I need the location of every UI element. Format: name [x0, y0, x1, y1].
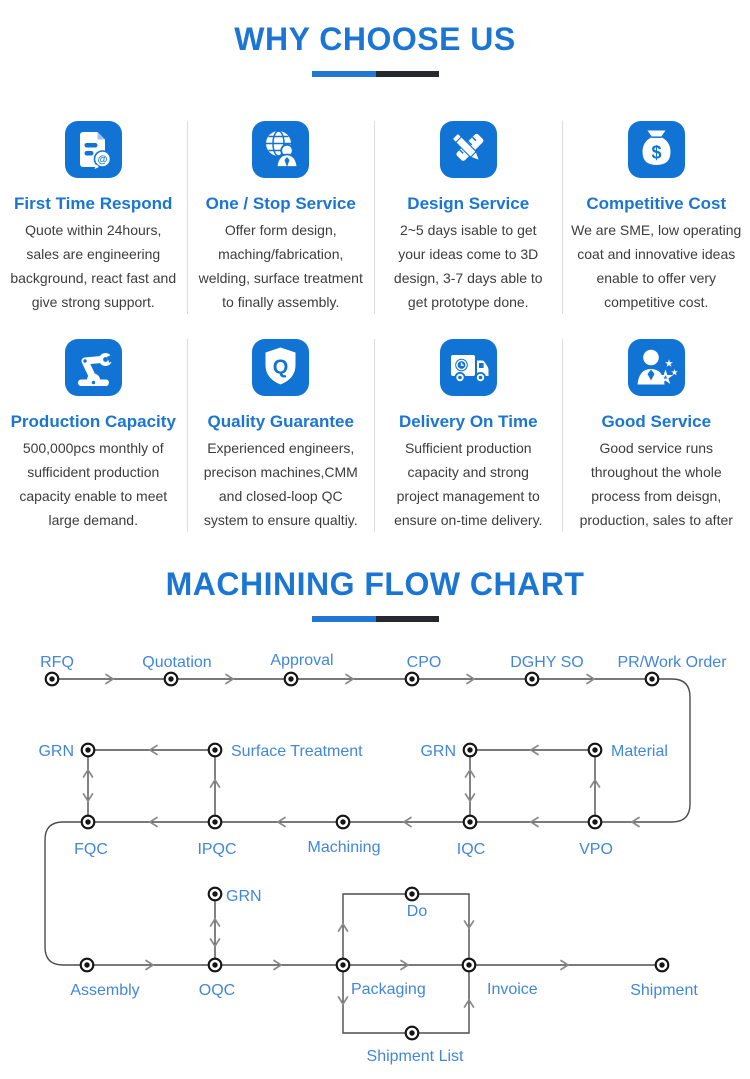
flow-label-rfq: RFQ: [40, 654, 74, 671]
feature-cards-grid: @ First Time Respond Quote within 24hour…: [0, 121, 750, 532]
flow-node-machining: [335, 814, 351, 830]
truck-clock-icon: [439, 339, 497, 396]
flow-label-iqc: IQC: [457, 841, 485, 858]
flow-node-grn-3: [207, 886, 223, 902]
robot-arm-icon: [64, 339, 122, 396]
feature-card-delivery-on-time: Delivery On Time Sufficient production c…: [375, 339, 563, 532]
feature-card-competitive-cost: $ Competitive Cost We are SME, low opera…: [563, 121, 750, 314]
flow-node-oqc: [207, 957, 223, 973]
feature-card-text: 500,000pcs monthly of sufficident produc…: [19, 440, 168, 528]
flow-node-material: [587, 742, 603, 758]
underline-dark-segment: [375, 616, 439, 622]
shield-quality-icon: Q: [252, 339, 310, 396]
feature-card-title: Quality Guarantee: [207, 412, 354, 431]
flow-label-ipqc: IPQC: [197, 841, 236, 858]
flow-node-grn-1: [80, 742, 96, 758]
quality-glyph: Q: [273, 357, 289, 379]
flow-label-grn-1: GRN: [38, 743, 74, 760]
feature-card-text: Offer form design, maching/fabrication, …: [198, 222, 363, 310]
section-title-why-choose-us: WHY CHOOSE US: [234, 21, 516, 57]
feature-card-text: Sufficient production capacity and stron…: [394, 440, 543, 528]
feature-card-text: We are SME, low operating coat and innov…: [571, 222, 742, 310]
flow-label-approval: Approval: [270, 652, 333, 669]
globe-user-icon: [252, 121, 310, 178]
flow-node-packaging: [335, 957, 351, 973]
flow-node-vpo: [587, 814, 603, 830]
feature-card-quality-guarantee: Q Quality Guarantee Experienced engineer…: [188, 339, 375, 532]
flow-label-machining: Machining: [308, 839, 381, 856]
underline-dark-segment: [375, 71, 439, 77]
underline-blue-segment: [311, 616, 376, 622]
flow-label-packaging: Packaging: [351, 981, 426, 998]
feature-card-text: Experienced engineers, precison machines…: [203, 440, 358, 528]
feature-card-title: Design Service: [407, 194, 530, 213]
flow-label-material: Material: [611, 743, 668, 760]
flow-label-do: Do: [407, 903, 428, 920]
flow-label-invoice: Invoice: [487, 981, 538, 998]
feature-card-first-time-respond: @ First Time Respond Quote within 24hour…: [0, 121, 188, 314]
flow-node-iqc: [462, 814, 478, 830]
feature-card-title: Good Service: [601, 412, 712, 431]
flow-node-grn-2: [462, 742, 478, 758]
flow-label-cpo: CPO: [407, 654, 442, 671]
flow-label-grn-3: GRN: [226, 888, 262, 905]
flow-label-dghy-so: DGHY SO: [510, 654, 584, 671]
flow-label-surface-treatment: Surface Treatment: [231, 743, 363, 760]
underline-blue-segment: [311, 71, 376, 77]
feature-card-text: 2~5 days isable to get your ideas come t…: [393, 222, 543, 310]
feature-card-title: Delivery On Time: [398, 412, 538, 431]
pencil-ruler-icon: [439, 121, 497, 178]
flow-label-shipment-list: Shipment List: [367, 1048, 464, 1065]
flow-node-pr-work-order: [644, 671, 660, 687]
flow-node-dghy-so: [524, 671, 540, 687]
document-chat-icon: @: [64, 121, 122, 178]
feature-card-good-service: Good Service Good service runs throughou…: [563, 339, 750, 532]
flow-node-quotation: [163, 671, 179, 687]
feature-card-title: First Time Respond: [14, 194, 173, 213]
flow-label-quotation: Quotation: [142, 654, 211, 671]
flow-label-pr-work-order: PR/Work Order: [617, 654, 727, 671]
flow-node-surface-treatment: [207, 742, 223, 758]
section-title-machining-flow-chart: MACHINING FLOW CHART: [165, 566, 585, 602]
flow-node-fqc: [80, 814, 96, 830]
flow-node-shipment: [654, 957, 670, 973]
flow-node-invoice: [461, 957, 477, 973]
flow-node-do: [404, 886, 420, 902]
feature-card-title: One / Stop Service: [205, 194, 356, 213]
feature-card-title: Competitive Cost: [586, 194, 727, 213]
title-underline: [311, 71, 439, 77]
feature-card-design-service: Design Service 2~5 days isable to get yo…: [375, 121, 563, 314]
flow-chart-diagram: RFQ Quotation Approval CPO DGHY SO PR/Wo…: [38, 652, 727, 1065]
flow-label-vpo: VPO: [579, 841, 613, 858]
flow-node-ipqc: [207, 814, 223, 830]
title-underline: [311, 616, 439, 622]
flow-label-shipment: Shipment: [630, 982, 698, 999]
flow-node-approval: [283, 671, 299, 687]
dollar-glyph: $: [651, 143, 661, 163]
chat-glyph: @: [97, 155, 107, 166]
feature-card-text: Good service runs throughout the whole p…: [579, 440, 733, 528]
flow-label-assembly: Assembly: [70, 982, 139, 999]
feature-card-title: Production Capacity: [10, 412, 176, 431]
flow-label-grn-2: GRN: [420, 743, 456, 760]
feature-card-text: Quote within 24hours, sales are engineer…: [10, 222, 177, 310]
flow-label-fqc: FQC: [74, 841, 108, 858]
flow-node-cpo: [404, 671, 420, 687]
flow-arrows: [82, 673, 640, 1008]
flow-node-shipment-list: [404, 1025, 420, 1041]
feature-card-one-stop-service: One / Stop Service Offer form design, ma…: [188, 121, 375, 314]
machining-flow-section: MACHINING FLOW CHART: [0, 565, 750, 1079]
why-choose-us-section: WHY CHOOSE US @: [0, 0, 750, 532]
flow-label-oqc: OQC: [199, 982, 235, 999]
feature-card-production-capacity: Production Capacity 500,000pcs monthly o…: [0, 339, 188, 532]
money-bag-icon: $: [627, 121, 685, 178]
user-stars-icon: [627, 339, 685, 396]
flow-node-rfq: [44, 671, 60, 687]
flow-node-assembly: [79, 957, 95, 973]
